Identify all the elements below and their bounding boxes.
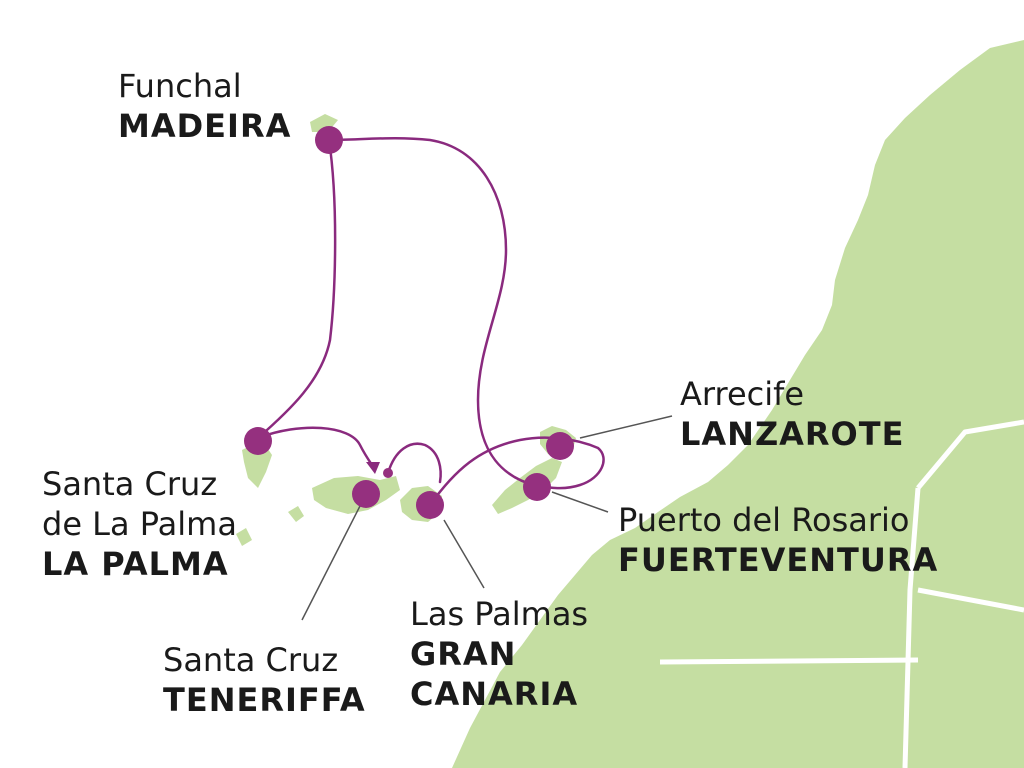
- island-la-gomera: [288, 506, 304, 522]
- city-name: Arrecife: [680, 375, 805, 413]
- mainland-africa: [452, 40, 1024, 768]
- island-name: TENERIFFA: [163, 681, 366, 719]
- island-name-line-2: CANARIA: [410, 675, 579, 713]
- route-gran-canaria-to-lanzarote: [428, 436, 605, 507]
- label-madeira: Funchal MADEIRA: [118, 66, 291, 146]
- city-name: Las Palmas: [410, 595, 589, 633]
- leader-gran-canaria: [443, 519, 485, 589]
- island-el-hierro: [236, 528, 252, 546]
- route-teneriffa-to-gran-canaria: [386, 442, 442, 484]
- leader-lanzarote: [579, 415, 673, 439]
- route-la-palma-to-teneriffa: [256, 426, 376, 470]
- route-fuerteventura-to-madeira: [327, 136, 539, 488]
- port-marker-teneriffa[interactable]: [352, 480, 380, 508]
- label-lanzarote: Arrecife LANZAROTE: [680, 374, 904, 454]
- island-name: FUERTEVENTURA: [618, 541, 939, 579]
- border-line-east: [917, 587, 1024, 613]
- port-marker-gran-canaria[interactable]: [416, 491, 444, 519]
- city-name: Funchal: [118, 67, 242, 105]
- border-line-north: [916, 419, 1024, 490]
- island-name: LANZAROTE: [680, 415, 905, 453]
- island-name: LA PALMA: [42, 545, 229, 583]
- border-line-south: [659, 657, 919, 665]
- route-madeira-to-la-palma: [256, 138, 337, 440]
- port-marker-lanzarote[interactable]: [546, 432, 574, 460]
- port-marker-fuerteventura[interactable]: [523, 473, 551, 501]
- island-name: MADEIRA: [118, 107, 292, 145]
- leader-teneriffa: [301, 505, 361, 621]
- city-name: Santa Cruz: [163, 641, 339, 679]
- city-name: Puerto del Rosario: [618, 501, 910, 539]
- city-name-line-1: Santa Cruz: [42, 465, 218, 503]
- label-gran-canaria: Las Palmas GRAN CANARIA: [410, 594, 588, 714]
- port-marker-la-palma[interactable]: [244, 427, 272, 455]
- port-marker-madeira[interactable]: [315, 126, 343, 154]
- route-waypoint-dot: [383, 468, 393, 478]
- city-name-line-2: de La Palma: [42, 505, 237, 543]
- label-fuerteventura: Puerto del Rosario FUERTEVENTURA: [618, 500, 938, 580]
- leader-fuerteventura: [551, 491, 609, 513]
- label-teneriffa: Santa Cruz TENERIFFA: [163, 640, 366, 720]
- border-line-vertical: [902, 487, 921, 768]
- label-la-palma: Santa Cruz de La Palma LA PALMA: [42, 464, 237, 584]
- island-name-line-1: GRAN: [410, 635, 517, 673]
- route-arrow-head: [366, 462, 380, 474]
